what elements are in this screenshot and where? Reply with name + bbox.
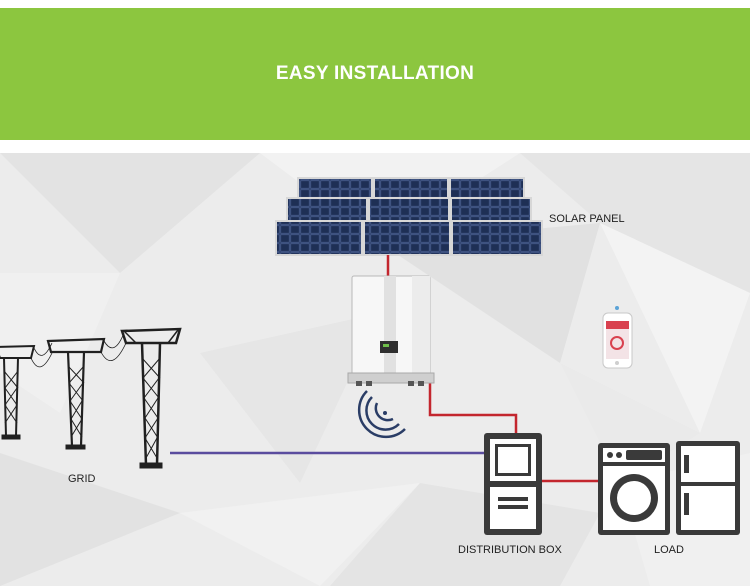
wifi-signal-icon [357,390,406,439]
solar-panel-array-icon [275,177,543,256]
page-title: EASY INSTALLATION [275,63,475,84]
distribution-box-icon [484,433,542,535]
refrigerator-icon [676,441,740,535]
power-tower-icon [0,327,182,469]
grid-label: GRID [68,473,96,485]
header-banner: EASY INSTALLATION [0,8,750,140]
washing-machine-icon [598,443,670,535]
wiring [170,255,598,483]
load-label: LOAD [654,544,684,556]
smartphone-icon [602,306,633,369]
inverter-icon [347,275,435,386]
scene-svg [0,153,750,586]
solar-panel-label: SOLAR PANEL [549,213,625,225]
installation-scene: SOLAR PANEL GRID DISTRIBUTION BOX LOAD [0,153,750,586]
distribution-box-label: DISTRIBUTION BOX [458,544,562,556]
